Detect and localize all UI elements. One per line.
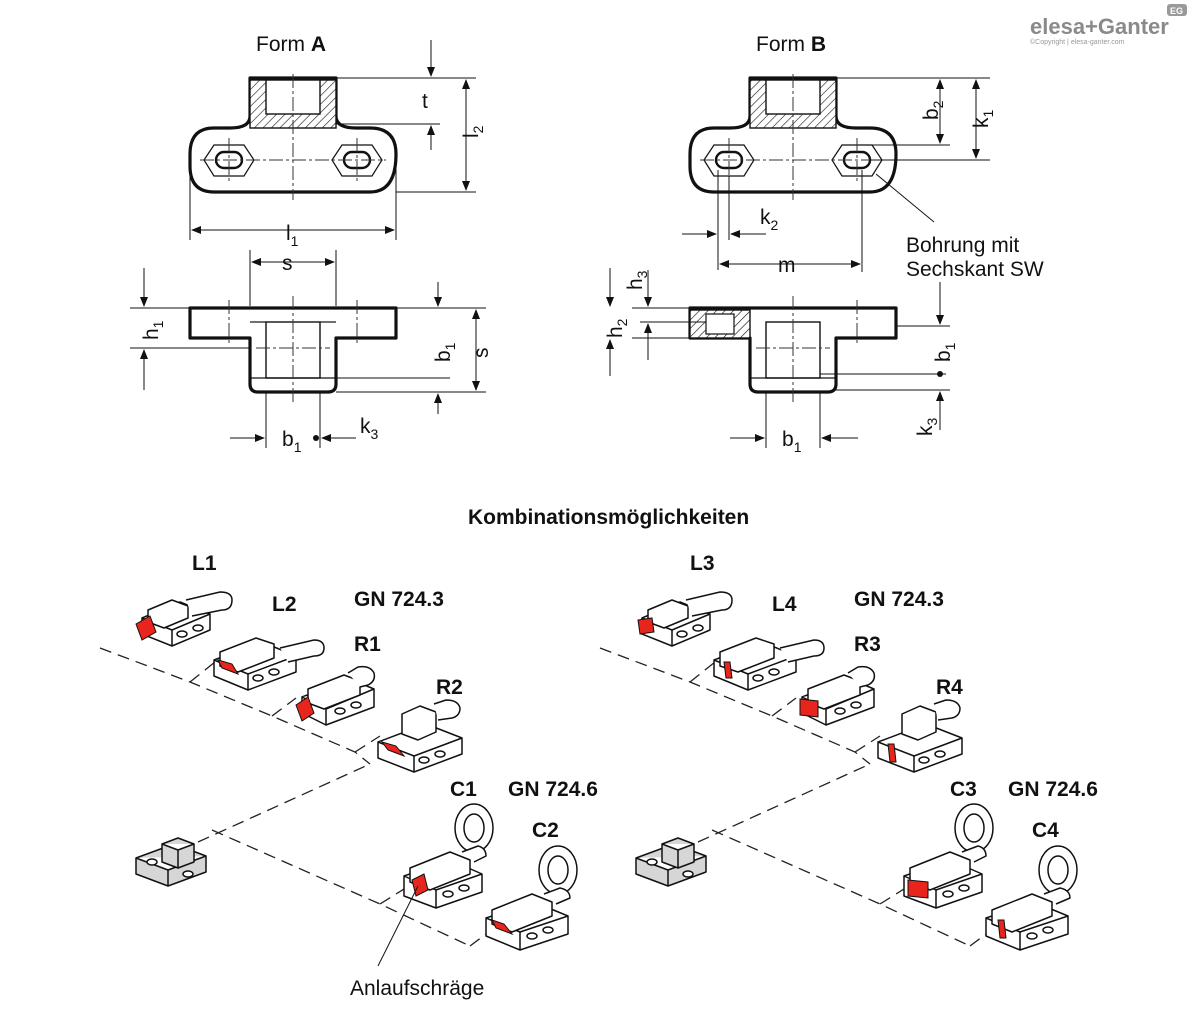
dim-b1-vertical-label: b1: [432, 342, 458, 362]
combo-left-connectors: [99, 647, 495, 947]
dim-s-side-label: s: [470, 348, 493, 359]
dim-l2-label: l2: [460, 125, 486, 138]
combinations-title: Kombinationsmöglichkeiten: [468, 506, 749, 529]
combo-right-labels: L3 L4 R3 R4 C3 C4 GN 724.3 GN 724.6: [690, 552, 1098, 842]
base-plate-right: [635, 837, 707, 887]
series-top-left: GN 724.3: [354, 588, 444, 611]
label-l2: L2: [272, 593, 297, 616]
dim-m-label: m: [778, 254, 796, 277]
dim-h1-label: h1: [140, 320, 166, 340]
label-c2: C2: [532, 819, 559, 842]
plunger-l4: [713, 637, 825, 691]
dim-l1-label: l1: [286, 222, 299, 249]
plunger-l3: [637, 591, 733, 647]
logo-badge-icon: [1167, 4, 1187, 16]
label-c3: C3: [950, 778, 977, 801]
label-l4: L4: [772, 593, 797, 616]
logo-copyright: ©Copyright | elesa-ganter.com: [1030, 38, 1125, 46]
label-c4: C4: [1032, 819, 1059, 842]
dim-k3-label: k3: [360, 415, 379, 442]
plunger-r2: [377, 699, 463, 773]
callout-bohrung-line1: Bohrung mit: [906, 234, 1019, 257]
base-plate-left: [135, 837, 207, 887]
label-l3: L3: [690, 552, 715, 575]
dim-b2-label: b2: [920, 100, 946, 120]
logo-text: elesa+Ganter: [1030, 14, 1169, 39]
callout-leader-line: [377, 885, 419, 967]
label-r2: R2: [436, 676, 463, 699]
plunger-r1: [295, 665, 376, 726]
series-bottom-right: GN 724.6: [1008, 778, 1098, 801]
dim-b1-side-b-label: b1: [932, 342, 958, 362]
form-b-side-view: h3 h2 b1 k3 b1: [604, 268, 958, 455]
dim-k3-b-label: k3: [914, 418, 940, 437]
plunger-l2: [213, 637, 325, 691]
plunger-r4: [877, 699, 963, 773]
label-r4: R4: [936, 676, 963, 699]
dim-h2-label: h2: [604, 318, 630, 338]
plunger-c4: [985, 845, 1078, 951]
form-a-top-view: Form A t l2 l1: [188, 33, 486, 249]
form-a-side-view: s h1 b1 s b1 k3: [130, 250, 493, 455]
callout-anlaufschraege: Anlaufschräge: [350, 977, 484, 1000]
series-top-right: GN 724.3: [854, 588, 944, 611]
plunger-c3: [903, 803, 994, 909]
plunger-c1: [403, 803, 494, 909]
dim-k2-label: k2: [760, 206, 779, 233]
dim-b1-bottom-b-label: b1: [782, 428, 802, 455]
dim-b1-bottom-label: b1: [282, 428, 302, 455]
brand-logo: elesa+Ganter EG ©Copyright | elesa-gante…: [1030, 4, 1187, 46]
label-c1: C1: [450, 778, 477, 801]
dim-s-top-label: s: [282, 252, 293, 275]
label-l1: L1: [192, 552, 217, 575]
form-a-hex-right-icon: [331, 144, 383, 177]
plunger-l1: [135, 591, 233, 647]
plunger-r3: [799, 665, 876, 726]
dim-h3-label: h3: [624, 270, 650, 290]
form-b-title: Form B: [756, 33, 826, 56]
combo-left-labels: L1 L2 R1 R2 C1 C2 GN 724.3 GN 724.6: [192, 552, 598, 842]
label-r3: R3: [854, 633, 881, 656]
dim-k1-label: k1: [970, 110, 996, 129]
form-b-top-view: Form B b2 k1 k2 m Bohrung mit Sechskant …: [682, 33, 1044, 281]
label-r1: R1: [354, 633, 381, 656]
dim-t-label: t: [422, 90, 428, 113]
callout-bohrung-line2: Sechskant SW: [906, 258, 1044, 281]
series-bottom-left: GN 724.6: [508, 778, 598, 801]
plunger-c2: [485, 845, 578, 951]
combo-right-connectors: [599, 647, 995, 947]
form-a-title: Form A: [256, 33, 326, 56]
logo-badge-text: EG: [1170, 6, 1183, 16]
